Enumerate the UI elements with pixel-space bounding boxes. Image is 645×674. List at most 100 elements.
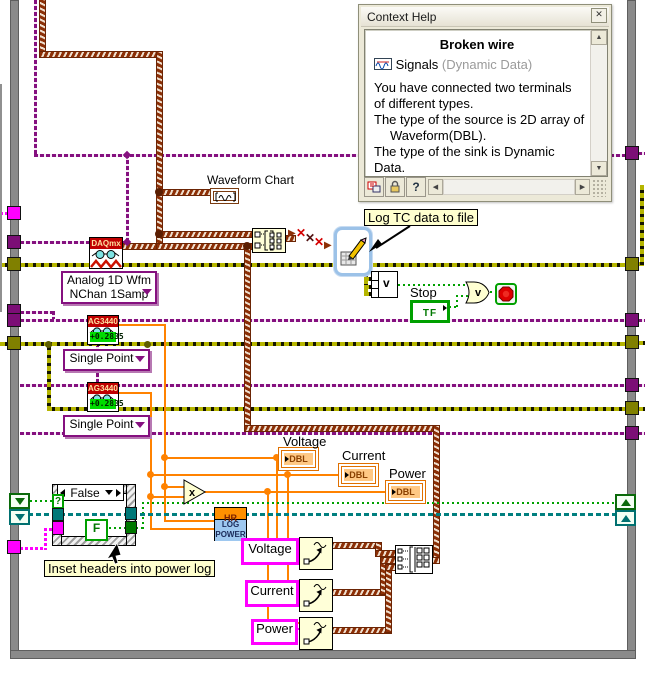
ag34401-read-node-2[interactable]: AG34401 +0.2835 <box>87 382 124 412</box>
while-loop-right-border[interactable] <box>627 0 636 659</box>
shift-register-right-teal[interactable] <box>615 510 636 526</box>
tunnel-error[interactable] <box>7 235 21 249</box>
help-button[interactable]: ? <box>406 177 426 197</box>
tunnel-string[interactable] <box>7 206 21 220</box>
help-body-line: Waveform(DBL). <box>390 128 487 143</box>
power-dbl-indicator[interactable]: DBL <box>388 483 423 501</box>
string-text: Power <box>256 621 293 636</box>
stop-button[interactable] <box>495 283 517 305</box>
tf-boolean-control[interactable]: TF <box>410 300 450 323</box>
resize-grip[interactable] <box>592 179 606 197</box>
ag34401-read-node-1[interactable]: AG34401 +0.2835 <box>87 315 124 345</box>
triangle-up-icon <box>620 514 631 522</box>
case-next-icon[interactable] <box>116 488 121 497</box>
log-tc-label[interactable]: Log TC data to file <box>364 209 478 226</box>
compound-or-node[interactable]: v <box>371 271 398 298</box>
inset-headers-label[interactable]: Inset headers into power log <box>44 560 216 577</box>
hscroll-track[interactable] <box>443 179 575 195</box>
while-loop-bottom-border[interactable] <box>10 650 636 659</box>
or-gate-node[interactable]: v <box>464 280 492 305</box>
wire-olive <box>638 407 645 411</box>
tunnel-error[interactable] <box>7 313 21 327</box>
hscroll-right-button[interactable]: ▶ <box>575 179 590 195</box>
chevron-down-icon <box>135 422 145 428</box>
wire-bool <box>456 295 458 308</box>
help-body-line: The type of the sink is Dynamic <box>374 144 555 159</box>
wire-signal <box>386 565 391 632</box>
case-tunnel-teal-right[interactable] <box>125 507 137 520</box>
wire-bool <box>136 527 144 529</box>
case-selector[interactable]: False <box>57 484 124 501</box>
tunnel-olive[interactable] <box>625 401 639 415</box>
tunnel-olive[interactable] <box>7 336 21 350</box>
convert-to-dynamic-node[interactable] <box>299 579 333 612</box>
wire-signal <box>376 551 396 556</box>
outer-structure-edge <box>0 84 2 312</box>
while-loop-left-border[interactable] <box>10 0 19 659</box>
context-help-window[interactable]: Context Help ✕ Broken wire Signals (Dyna… <box>358 4 612 202</box>
power-string-constant[interactable]: Power <box>251 619 298 645</box>
current-string-constant[interactable]: Current <box>245 580 299 607</box>
log-power-subvi[interactable]: HR LOG POWER <box>214 507 247 541</box>
string-text: Current <box>250 583 294 598</box>
case-tunnel-string-left[interactable] <box>52 521 64 535</box>
tunnel-string[interactable] <box>7 540 21 554</box>
wire-signal <box>381 558 386 594</box>
window-title: Context Help <box>367 10 437 24</box>
wire-bool <box>142 502 617 504</box>
build-array-node[interactable] <box>252 228 286 253</box>
tunnel-error[interactable] <box>625 426 639 440</box>
multiply-node[interactable]: x <box>183 479 207 505</box>
triangle-right-icon <box>443 305 447 311</box>
chevron-down-icon[interactable] <box>105 490 113 495</box>
waveform-chart-terminal[interactable] <box>210 188 239 204</box>
dynamic-data-type-icon <box>374 58 392 70</box>
shift-register-left-teal[interactable] <box>9 509 30 525</box>
scroll-up-button[interactable]: ▲ <box>591 30 607 45</box>
voltage-dbl-indicator[interactable]: DBL <box>281 450 316 468</box>
case-tunnel-bool-right[interactable] <box>125 521 137 534</box>
shift-register-right-green[interactable] <box>615 494 636 510</box>
ag34401-value-display: +0.2835 <box>90 332 124 342</box>
log-text: LOG <box>221 520 240 529</box>
tunnel-error[interactable] <box>625 313 639 327</box>
tunnel-olive[interactable] <box>7 257 21 271</box>
lock-button[interactable] <box>385 177 405 197</box>
daqmx-polymorphic-selector[interactable]: Analog 1D Wfm NChan 1Samp <box>61 271 157 304</box>
tunnel-olive[interactable] <box>625 257 639 271</box>
convert-to-dynamic-node[interactable] <box>299 617 333 650</box>
tunnel-olive[interactable] <box>625 335 639 349</box>
ag34401-selector-2[interactable]: Single Point <box>63 415 150 437</box>
wire-error <box>20 432 629 435</box>
wire-bool <box>456 295 468 297</box>
wire-waveform <box>122 244 162 249</box>
dynamic-data-icon <box>303 622 327 645</box>
case-prev-icon[interactable] <box>60 488 65 497</box>
wire-waveform <box>245 244 250 428</box>
ag34401-selector-1[interactable]: Single Point <box>63 349 150 371</box>
case-selector-terminal[interactable]: ? <box>52 494 64 509</box>
case-tunnel-teal-left[interactable] <box>52 508 64 521</box>
daqmx-read-node[interactable]: DAQmx <box>89 237 123 269</box>
build-array-icon <box>254 230 282 251</box>
tunnel-error[interactable] <box>625 146 639 160</box>
terminal-nub-icon <box>285 456 289 462</box>
vertical-scrollbar[interactable]: ▲ ▼ <box>590 30 607 176</box>
chevron-down-icon <box>135 356 145 362</box>
hscroll-left-button[interactable]: ◀ <box>428 179 443 195</box>
question-mark: ? <box>54 496 62 507</box>
context-help-titlebar[interactable]: Context Help <box>361 7 609 27</box>
close-button[interactable]: ✕ <box>591 8 607 23</box>
shift-register-left-green[interactable] <box>9 493 30 509</box>
current-dbl-indicator[interactable]: DBL <box>341 466 376 484</box>
write-measurement-file-express-vi[interactable] <box>334 227 372 276</box>
lock-help-button[interactable] <box>364 177 384 197</box>
merge-signals-node[interactable] <box>395 545 433 574</box>
scroll-down-button[interactable]: ▼ <box>591 161 607 176</box>
convert-to-dynamic-node[interactable] <box>299 537 333 570</box>
tunnel-error[interactable] <box>625 378 639 392</box>
broken-wire-x-icon: ✕ <box>296 226 307 240</box>
wire-dbl <box>150 474 341 476</box>
voltage-string-constant[interactable]: Voltage <box>241 538 299 565</box>
false-constant[interactable]: F <box>85 519 108 541</box>
